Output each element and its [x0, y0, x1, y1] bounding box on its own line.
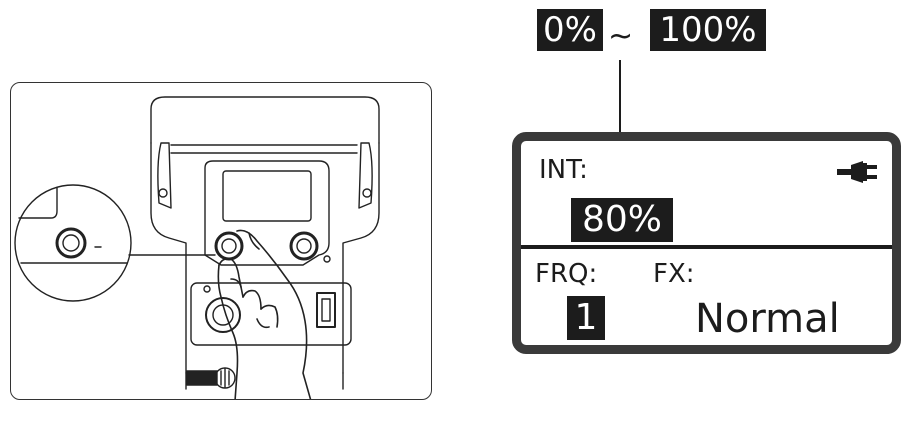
range-separator: ~ — [608, 19, 634, 54]
power-switch — [316, 292, 336, 328]
xlr-socket — [205, 297, 241, 333]
device-illustration — [14, 96, 380, 399]
connector-line — [619, 60, 621, 178]
right-bracket — [358, 142, 373, 209]
connector-panel — [190, 282, 352, 346]
zoom-detail-circle — [14, 184, 132, 302]
cable-connector — [186, 367, 236, 389]
right-screw — [362, 188, 372, 198]
lcd-divider — [521, 245, 892, 249]
left-bracket — [157, 142, 172, 209]
left-screw — [158, 188, 168, 198]
display-window — [222, 170, 312, 222]
range-max-label: 100% — [650, 9, 766, 51]
knob-right — [289, 231, 319, 261]
int-value: 80% — [571, 198, 673, 242]
range-max-text: 100% — [659, 10, 757, 50]
fx-label: FX: — [653, 259, 695, 289]
device-housing — [150, 96, 380, 144]
plug-icon — [837, 161, 877, 183]
int-value-text: 80% — [581, 199, 662, 240]
int-label: INT: — [539, 155, 588, 185]
frq-value-text: 1 — [574, 297, 598, 338]
lcd-display: INT: 80% FRQ: FX: 1 Normal — [512, 132, 901, 354]
hand-illustration — [217, 229, 312, 399]
knob-left — [214, 231, 244, 261]
fx-value: Normal — [695, 296, 840, 342]
range-min-label: 0% — [537, 9, 603, 51]
device-body-outline — [150, 142, 380, 374]
range-min-text: 0% — [543, 10, 597, 50]
control-panel — [204, 160, 330, 266]
frq-value: 1 — [567, 296, 605, 340]
frq-label: FRQ: — [535, 259, 598, 289]
device-illustration-panel — [10, 82, 432, 400]
